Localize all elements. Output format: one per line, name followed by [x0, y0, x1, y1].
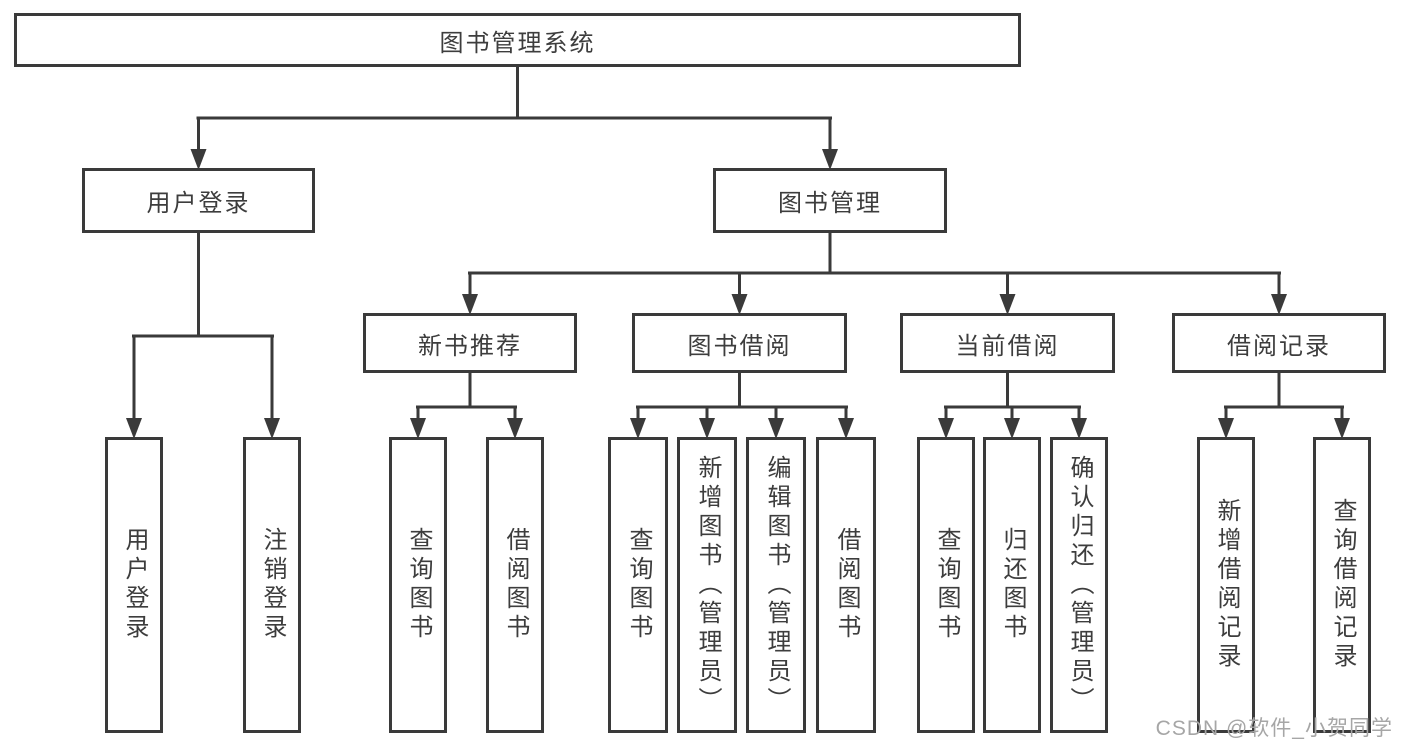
node-book-borrowing: 图书借阅	[632, 313, 847, 373]
node-label-book-management: 图书管理	[778, 190, 882, 217]
node-label-book-borrowing: 图书借阅	[687, 332, 792, 360]
node-user-login: 用户登录	[82, 168, 315, 233]
node-label-logout-leaf: 注销登录	[259, 527, 286, 643]
arrow-down-icon	[838, 418, 854, 439]
arrow-down-icon	[1334, 418, 1350, 439]
node-borrow-books-recommend: 借阅图书	[486, 437, 544, 733]
node-book-management: 图书管理	[713, 168, 947, 233]
arrow-down-icon	[999, 294, 1016, 315]
node-label-edit-books-admin: 编辑图书（管理员）	[763, 454, 790, 716]
node-label-confirm-return-admin: 确认归还（管理员）	[1066, 454, 1093, 716]
node-label-add-borrow-record: 新增借阅记录	[1213, 498, 1240, 672]
node-logout-leaf: 注销登录	[243, 437, 301, 733]
arrow-down-icon	[699, 418, 715, 439]
node-query-books-current: 查询图书	[917, 437, 975, 733]
arrow-down-icon	[822, 149, 838, 170]
node-query-borrow-record: 查询借阅记录	[1313, 437, 1371, 733]
arrow-down-icon	[462, 294, 478, 315]
arrow-down-icon	[768, 418, 784, 439]
arrow-down-icon	[190, 149, 207, 170]
node-label-query-books-borrowing: 查询图书	[625, 527, 652, 643]
node-label-borrow-books-leaf: 借阅图书	[833, 527, 860, 643]
arrow-down-icon	[1271, 294, 1287, 315]
node-label-user-login: 用户登录	[146, 190, 251, 217]
arrow-down-icon	[1004, 418, 1020, 439]
arrow-down-icon	[264, 418, 280, 439]
node-borrow-books-leaf: 借阅图书	[816, 437, 876, 733]
node-user-login-leaf: 用户登录	[105, 437, 163, 733]
arrow-down-icon	[938, 418, 954, 439]
arrow-down-icon	[507, 418, 523, 439]
node-confirm-return-admin: 确认归还（管理员）	[1050, 437, 1108, 733]
node-label-query-books-recommend: 查询图书	[405, 527, 432, 643]
node-edit-books-admin: 编辑图书（管理员）	[746, 437, 806, 733]
node-borrowing-records: 借阅记录	[1172, 313, 1386, 373]
arrow-down-icon	[1071, 418, 1087, 439]
arrow-down-icon	[410, 418, 426, 439]
arrow-down-icon	[126, 418, 142, 439]
arrow-down-icon	[731, 294, 748, 315]
node-label-new-book-recommend: 新书推荐	[418, 332, 522, 360]
node-label-query-books-current: 查询图书	[933, 527, 960, 643]
arrow-down-icon	[1218, 418, 1234, 439]
node-label-add-books-admin: 新增图书（管理员）	[694, 454, 721, 716]
arrow-down-icon	[630, 418, 646, 439]
node-label-query-borrow-record: 查询借阅记录	[1329, 498, 1356, 672]
node-add-borrow-record: 新增借阅记录	[1197, 437, 1255, 733]
node-label-borrowing-records: 借阅记录	[1227, 332, 1331, 360]
node-query-books-recommend: 查询图书	[389, 437, 447, 733]
node-return-books: 归还图书	[983, 437, 1041, 733]
node-add-books-admin: 新增图书（管理员）	[677, 437, 737, 733]
node-current-borrowing: 当前借阅	[900, 313, 1115, 373]
node-new-book-recommend: 新书推荐	[363, 313, 577, 373]
node-system-root: 图书管理系统	[14, 13, 1021, 67]
node-label-system-root: 图书管理系统	[439, 29, 596, 57]
node-label-current-borrowing: 当前借阅	[955, 332, 1060, 360]
node-label-user-login-leaf: 用户登录	[121, 527, 148, 643]
node-label-return-books: 归还图书	[999, 527, 1026, 643]
node-label-borrow-books-recommend: 借阅图书	[502, 527, 529, 643]
node-query-books-borrowing: 查询图书	[608, 437, 668, 733]
watermark: CSDN @软件_小贺同学	[1155, 717, 1393, 740]
